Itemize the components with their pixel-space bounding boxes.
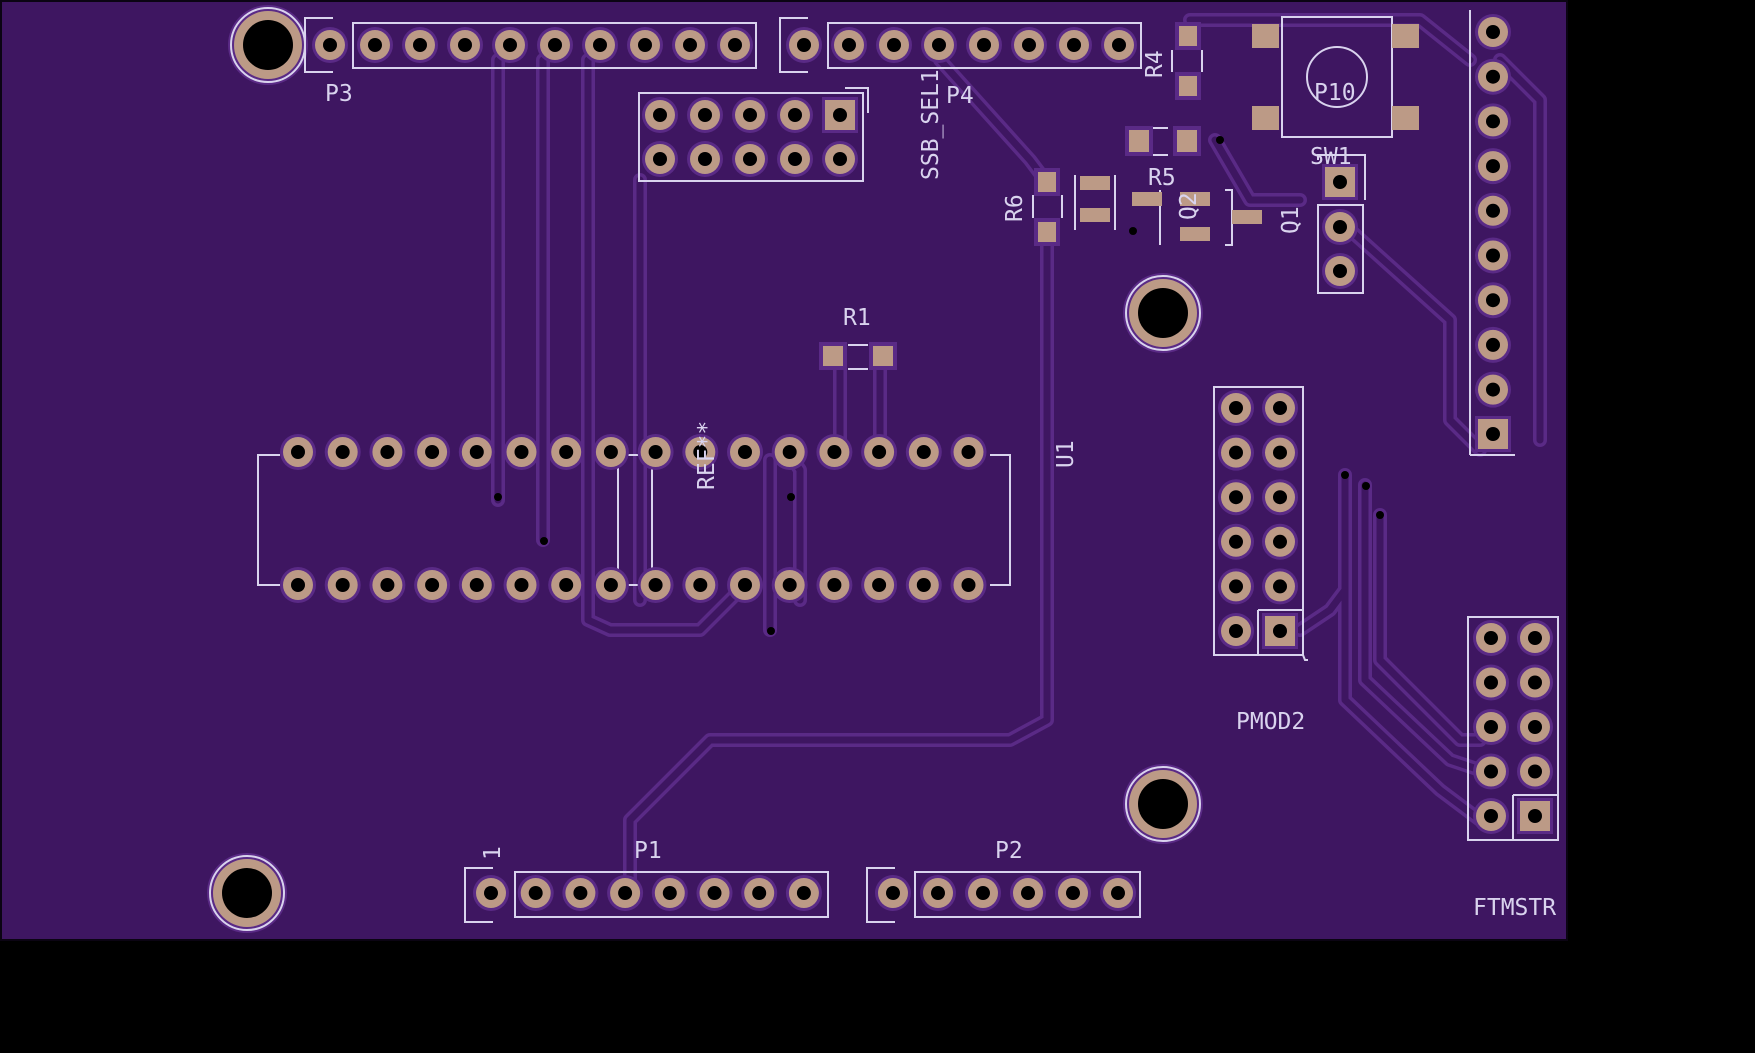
pcb-board: P3 P4 SSB_SEL1 R4 P10 SW1 R5 Q2 R6 Q1 R1… <box>0 0 1568 941</box>
label-ftmstr: FTMSTR <box>1473 895 1556 921</box>
traces-inner <box>494 16 1544 884</box>
smd-pads <box>819 22 1419 370</box>
label-p3: P3 <box>325 81 353 107</box>
label-p1-pin1: 1 <box>480 846 506 860</box>
mounting-hole-mid-right <box>1123 273 1203 353</box>
label-p2: P2 <box>995 838 1023 864</box>
label-r4: R4 <box>1142 50 1168 78</box>
label-p10: P10 <box>1314 80 1356 106</box>
mounting-hole-top-left <box>228 5 308 85</box>
label-q1: Q1 <box>1278 206 1304 234</box>
label-sw1: SW1 <box>1310 144 1352 170</box>
label-p1: P1 <box>634 838 662 864</box>
mounting-holes <box>207 5 1203 933</box>
label-pmod2: PMOD2 <box>1236 709 1305 735</box>
board-substrate <box>0 0 1568 941</box>
label-q2: Q2 <box>1176 192 1202 220</box>
label-r1: R1 <box>843 305 871 331</box>
label-r6: R6 <box>1002 194 1028 222</box>
label-ref: REF** <box>694 421 720 490</box>
label-r5: R5 <box>1148 165 1176 191</box>
mounting-hole-bottom-right <box>1123 764 1203 844</box>
silkscreen-text: P3 P4 SSB_SEL1 R4 P10 SW1 R5 Q2 R6 Q1 R1… <box>325 50 1556 921</box>
label-ssb-sel: SSB_SEL1 <box>918 69 944 180</box>
label-p4: P4 <box>946 83 974 109</box>
mounting-hole-bottom-left <box>207 853 287 933</box>
vias <box>494 136 1384 635</box>
through-hole-pads <box>280 14 1553 911</box>
silkscreen-outlines <box>257 10 1559 923</box>
label-u1: U1 <box>1053 440 1079 468</box>
